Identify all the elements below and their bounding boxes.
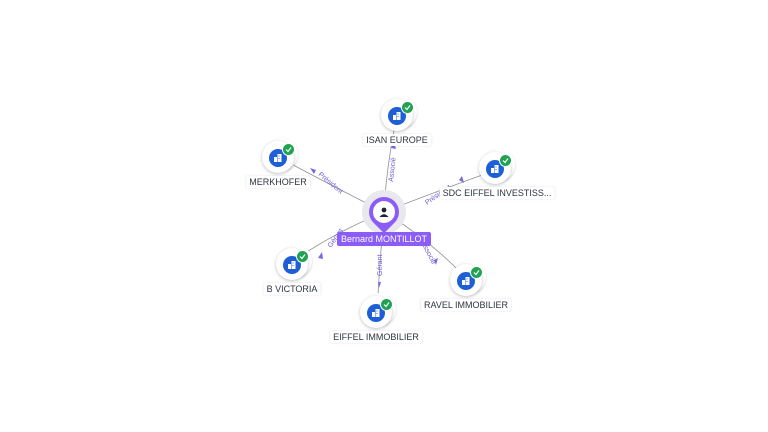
check-icon [499, 154, 512, 167]
person-node[interactable]: Bernard MONTILLOT [336, 190, 432, 246]
edge-label-merkhofer: Président [317, 171, 344, 195]
check-icon [470, 266, 483, 279]
company-label: MERKHOFER [246, 176, 310, 188]
company-label: RAVEL IMMOBILIER [420, 299, 512, 311]
check-icon [296, 250, 309, 263]
check-icon [282, 143, 295, 156]
company-label: SDC EIFFEL INVESTISS... [439, 187, 555, 199]
company-label: EIFFEL IMMOBILIER [330, 331, 422, 343]
edge-arrow [310, 168, 316, 174]
edge-arrow [459, 176, 464, 183]
check-icon [401, 101, 414, 114]
person-icon [373, 201, 395, 223]
company-node-merkhofer[interactable]: MERKHOFER [246, 138, 310, 188]
company-label: ISAN EUROPE [363, 134, 431, 146]
edge-label-eiffel: Gérant [377, 255, 384, 276]
check-icon [380, 298, 393, 311]
edge-arrow [378, 282, 381, 288]
edge-label-isan: Associé [388, 157, 398, 182]
company-node-isan[interactable]: ISAN EUROPE [363, 96, 431, 146]
company-node-victoria[interactable]: B VICTORIA [263, 245, 321, 295]
company-node-eiffel[interactable]: EIFFEL IMMOBILIER [330, 293, 422, 343]
edge-arrow [434, 258, 438, 265]
company-node-ravel[interactable]: RAVEL IMMOBILIER [420, 261, 512, 311]
edge-arrow [318, 252, 323, 259]
company-label: B VICTORIA [263, 283, 321, 295]
company-node-sdc[interactable]: SDC EIFFEL INVESTISS... [439, 149, 555, 199]
person-name-label: Bernard MONTILLOT [336, 232, 432, 246]
